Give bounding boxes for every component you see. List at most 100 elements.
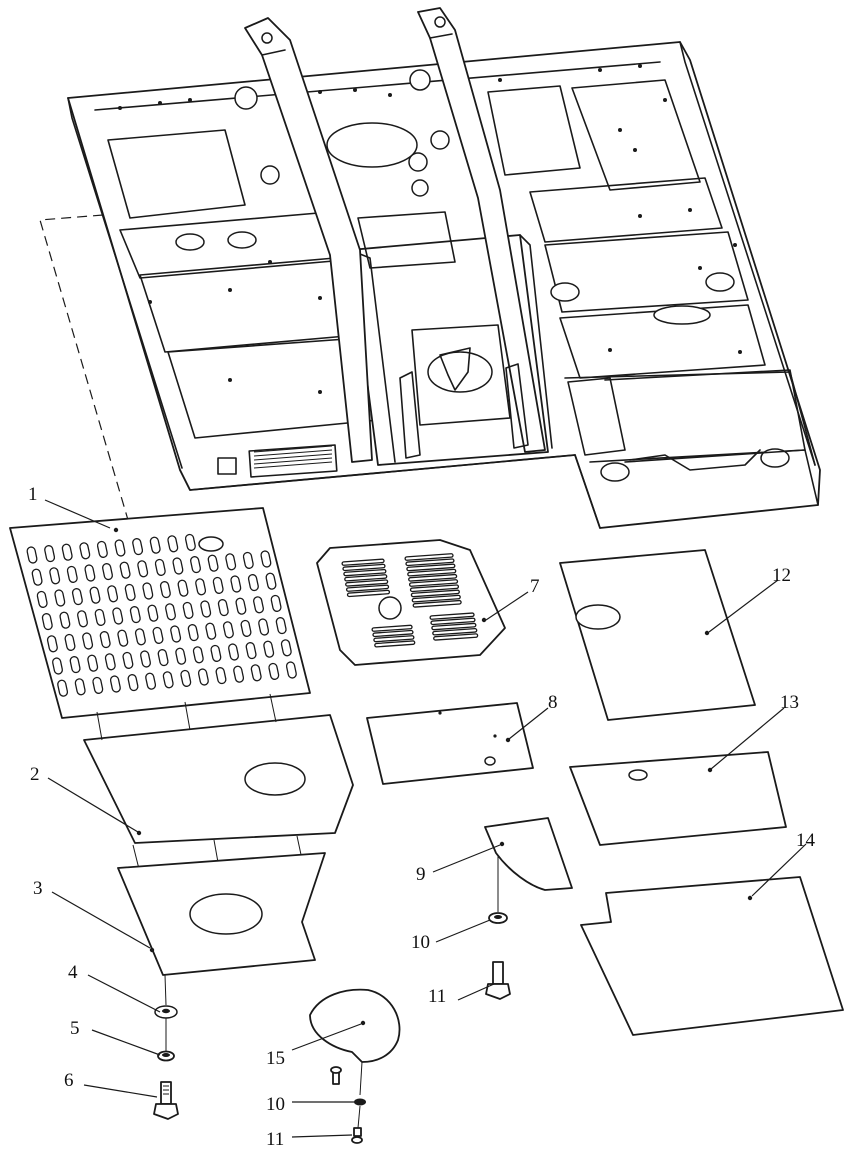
vent-slot bbox=[245, 642, 257, 660]
vent-slot bbox=[69, 656, 81, 674]
vent-slot bbox=[205, 622, 217, 640]
vent-slot bbox=[104, 653, 116, 671]
vent-slot bbox=[99, 631, 111, 649]
vent-slot bbox=[117, 629, 129, 647]
vent-slot bbox=[275, 617, 287, 635]
vent-slot bbox=[344, 574, 388, 582]
vent-slot bbox=[112, 607, 124, 625]
vent-slot bbox=[137, 560, 149, 578]
vent-slot bbox=[157, 649, 169, 667]
vent-slot bbox=[242, 551, 254, 569]
vent-slot bbox=[343, 568, 387, 577]
vent-slot bbox=[41, 613, 53, 631]
vent-slot bbox=[342, 563, 386, 572]
vent-slot bbox=[154, 558, 166, 576]
part-10-washer-b bbox=[354, 1098, 366, 1129]
vent-slot bbox=[87, 654, 99, 672]
vent-slot bbox=[253, 596, 264, 614]
vent-slot bbox=[233, 665, 245, 683]
vent-slot bbox=[228, 643, 239, 661]
vent-slot bbox=[165, 603, 176, 621]
vent-slot bbox=[374, 640, 416, 648]
vent-slot bbox=[280, 639, 292, 657]
vent-slot bbox=[162, 671, 174, 689]
callout-13: 13 bbox=[780, 692, 799, 713]
callout-15: 15 bbox=[266, 1048, 285, 1069]
vent-slot bbox=[92, 676, 104, 694]
callout-7: 7 bbox=[530, 576, 540, 597]
part-4-washer bbox=[154, 1005, 178, 1052]
vent-slot bbox=[96, 540, 108, 558]
callout-9: 9 bbox=[416, 864, 426, 885]
vent-slot bbox=[140, 650, 151, 668]
callout-4: 4 bbox=[68, 962, 78, 983]
vent-slot bbox=[184, 533, 196, 551]
part-5-lock-washer bbox=[157, 1050, 175, 1062]
part-12-plate bbox=[559, 549, 756, 721]
part-8-plate bbox=[366, 702, 534, 785]
vent-slot bbox=[404, 553, 454, 561]
vent-slot bbox=[109, 675, 121, 693]
part-10-washer-a bbox=[488, 912, 508, 924]
vent-slot bbox=[36, 590, 48, 608]
vent-slot bbox=[200, 600, 212, 618]
vent-slot bbox=[134, 628, 146, 646]
vent-slot bbox=[127, 674, 139, 692]
vent-slot bbox=[197, 668, 209, 686]
vent-slot bbox=[270, 594, 282, 612]
vent-slot bbox=[207, 554, 219, 572]
vent-slot bbox=[408, 573, 458, 582]
vent-slot bbox=[408, 579, 459, 587]
vent-slot bbox=[285, 661, 297, 679]
vent-slot bbox=[405, 558, 455, 567]
vent-slot bbox=[410, 589, 460, 598]
vent-slot bbox=[187, 624, 199, 642]
vent-slot bbox=[107, 585, 119, 603]
vent-slot bbox=[149, 536, 161, 554]
callout-1: 1 bbox=[28, 484, 38, 505]
vent-slot bbox=[268, 662, 280, 680]
vent-slot bbox=[431, 622, 477, 631]
callout-8: 8 bbox=[548, 692, 558, 713]
vent-slot bbox=[89, 586, 101, 604]
main-frame-assembly bbox=[67, 7, 821, 529]
callout-3: 3 bbox=[33, 878, 43, 899]
vent-slot bbox=[177, 579, 189, 597]
vent-slot bbox=[345, 584, 390, 592]
alignment-dashed-line bbox=[39, 214, 129, 521]
vent-slot bbox=[57, 679, 69, 697]
vent-slot bbox=[215, 667, 227, 685]
part-6-bolt bbox=[153, 1081, 179, 1120]
part-9-plate bbox=[484, 817, 573, 912]
vent-slot bbox=[432, 627, 478, 636]
callout-10a: 10 bbox=[411, 932, 430, 953]
callout-6: 6 bbox=[64, 1070, 74, 1091]
vent-slot bbox=[217, 599, 229, 617]
vent-slot bbox=[258, 618, 270, 636]
vent-slot bbox=[250, 664, 262, 682]
vent-slot bbox=[240, 619, 252, 637]
vent-slot bbox=[132, 538, 144, 556]
callout-11a: 11 bbox=[428, 986, 446, 1007]
vent-slot bbox=[82, 632, 94, 650]
vent-slot bbox=[84, 564, 96, 582]
vent-slot bbox=[159, 581, 171, 599]
vent-slot bbox=[49, 567, 61, 585]
vent-slot bbox=[195, 578, 207, 596]
vent-slot bbox=[180, 669, 192, 687]
callout-2: 2 bbox=[30, 764, 40, 785]
callouts: 1 2 3 4 5 6 7 8 9 10 11 12 13 14 15 10 1 bbox=[28, 484, 816, 1150]
vent-slot bbox=[346, 589, 391, 598]
vent-slot bbox=[373, 635, 415, 643]
vent-slot bbox=[129, 606, 141, 624]
vent-slot bbox=[372, 629, 414, 638]
vent-slot bbox=[190, 556, 201, 574]
vent-slot bbox=[94, 608, 106, 626]
vent-slot bbox=[59, 611, 71, 629]
vent-slot bbox=[122, 651, 134, 669]
vent-slot bbox=[54, 589, 66, 607]
vent-slot bbox=[175, 647, 187, 665]
vent-slot bbox=[66, 565, 78, 583]
part-11-bolt-b bbox=[351, 1127, 363, 1144]
